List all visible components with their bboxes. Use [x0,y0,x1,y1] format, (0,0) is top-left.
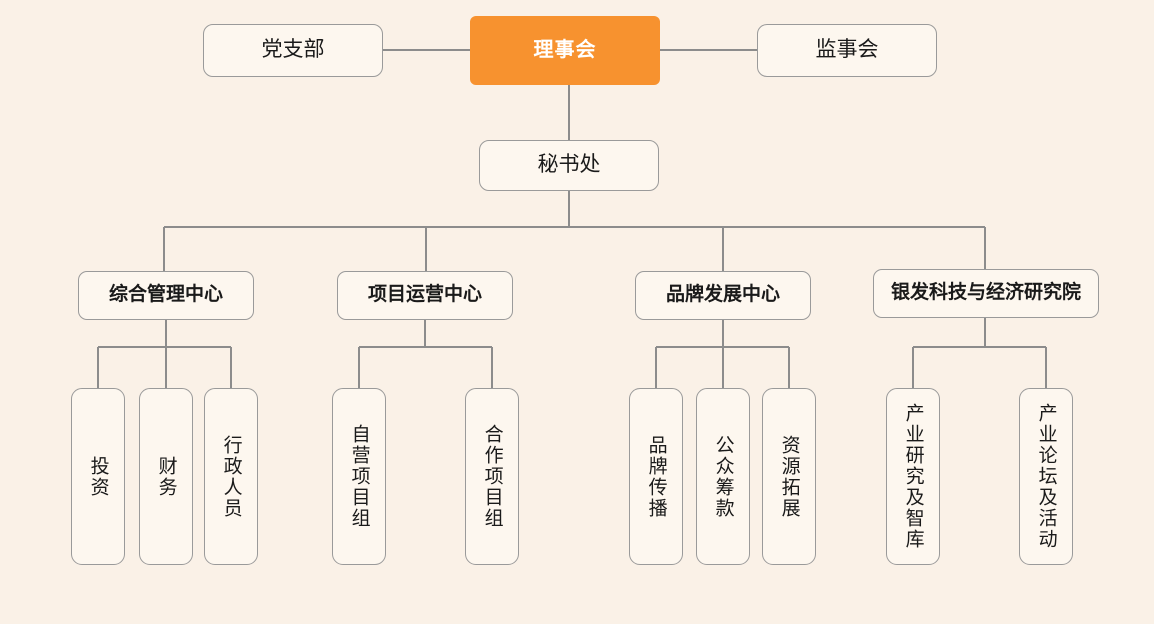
node-supervisory-label: 监事会 [815,38,879,62]
node-dept-admin-label: 综合管理中心 [108,284,223,306]
node-leaf-fundraising-label: 公众筹款 [712,434,734,519]
node-leaf-resources-label: 资源拓展 [778,434,800,519]
node-dept-admin[interactable]: 综合管理中心 [78,271,254,320]
node-party-branch[interactable]: 党支部 [203,24,383,77]
node-leaf-finance[interactable]: 财务 [139,388,193,565]
node-dept-project[interactable]: 项目运营中心 [337,271,513,320]
node-board-label: 理事会 [533,38,597,61]
node-leaf-cooperative[interactable]: 合作项目组 [465,388,519,565]
node-leaf-administrative-label: 行政人员 [220,434,242,519]
node-secretariat[interactable]: 秘书处 [479,140,659,191]
node-leaf-self-operated[interactable]: 自营项目组 [332,388,386,565]
node-leaf-industry-forum[interactable]: 产业论坛及活动 [1019,388,1073,565]
node-leaf-industry-research-label: 产业研究及智库 [902,403,924,550]
node-dept-project-label: 项目运营中心 [367,284,482,306]
node-leaf-administrative[interactable]: 行政人员 [204,388,258,565]
node-leaf-self-operated-label: 自营项目组 [348,424,370,529]
node-dept-research-label: 银发科技与经济研究院 [890,282,1081,304]
node-secretariat-label: 秘书处 [537,153,601,177]
node-supervisory[interactable]: 监事会 [757,24,937,77]
node-leaf-industry-research[interactable]: 产业研究及智库 [886,388,940,565]
node-leaf-brand-comm-label: 品牌传播 [645,434,667,519]
node-leaf-fundraising[interactable]: 公众筹款 [696,388,750,565]
node-leaf-cooperative-label: 合作项目组 [481,424,503,529]
node-dept-brand-label: 品牌发展中心 [665,284,780,306]
node-dept-brand[interactable]: 品牌发展中心 [635,271,811,320]
node-leaf-industry-forum-label: 产业论坛及活动 [1035,403,1057,550]
node-party-branch-label: 党支部 [261,38,325,62]
node-leaf-brand-comm[interactable]: 品牌传播 [629,388,683,565]
node-board[interactable]: 理事会 [470,16,660,85]
node-leaf-investment[interactable]: 投资 [71,388,125,565]
node-leaf-finance-label: 财务 [155,455,177,498]
node-leaf-investment-label: 投资 [87,455,109,498]
node-dept-research[interactable]: 银发科技与经济研究院 [873,269,1099,318]
node-leaf-resources[interactable]: 资源拓展 [762,388,816,565]
